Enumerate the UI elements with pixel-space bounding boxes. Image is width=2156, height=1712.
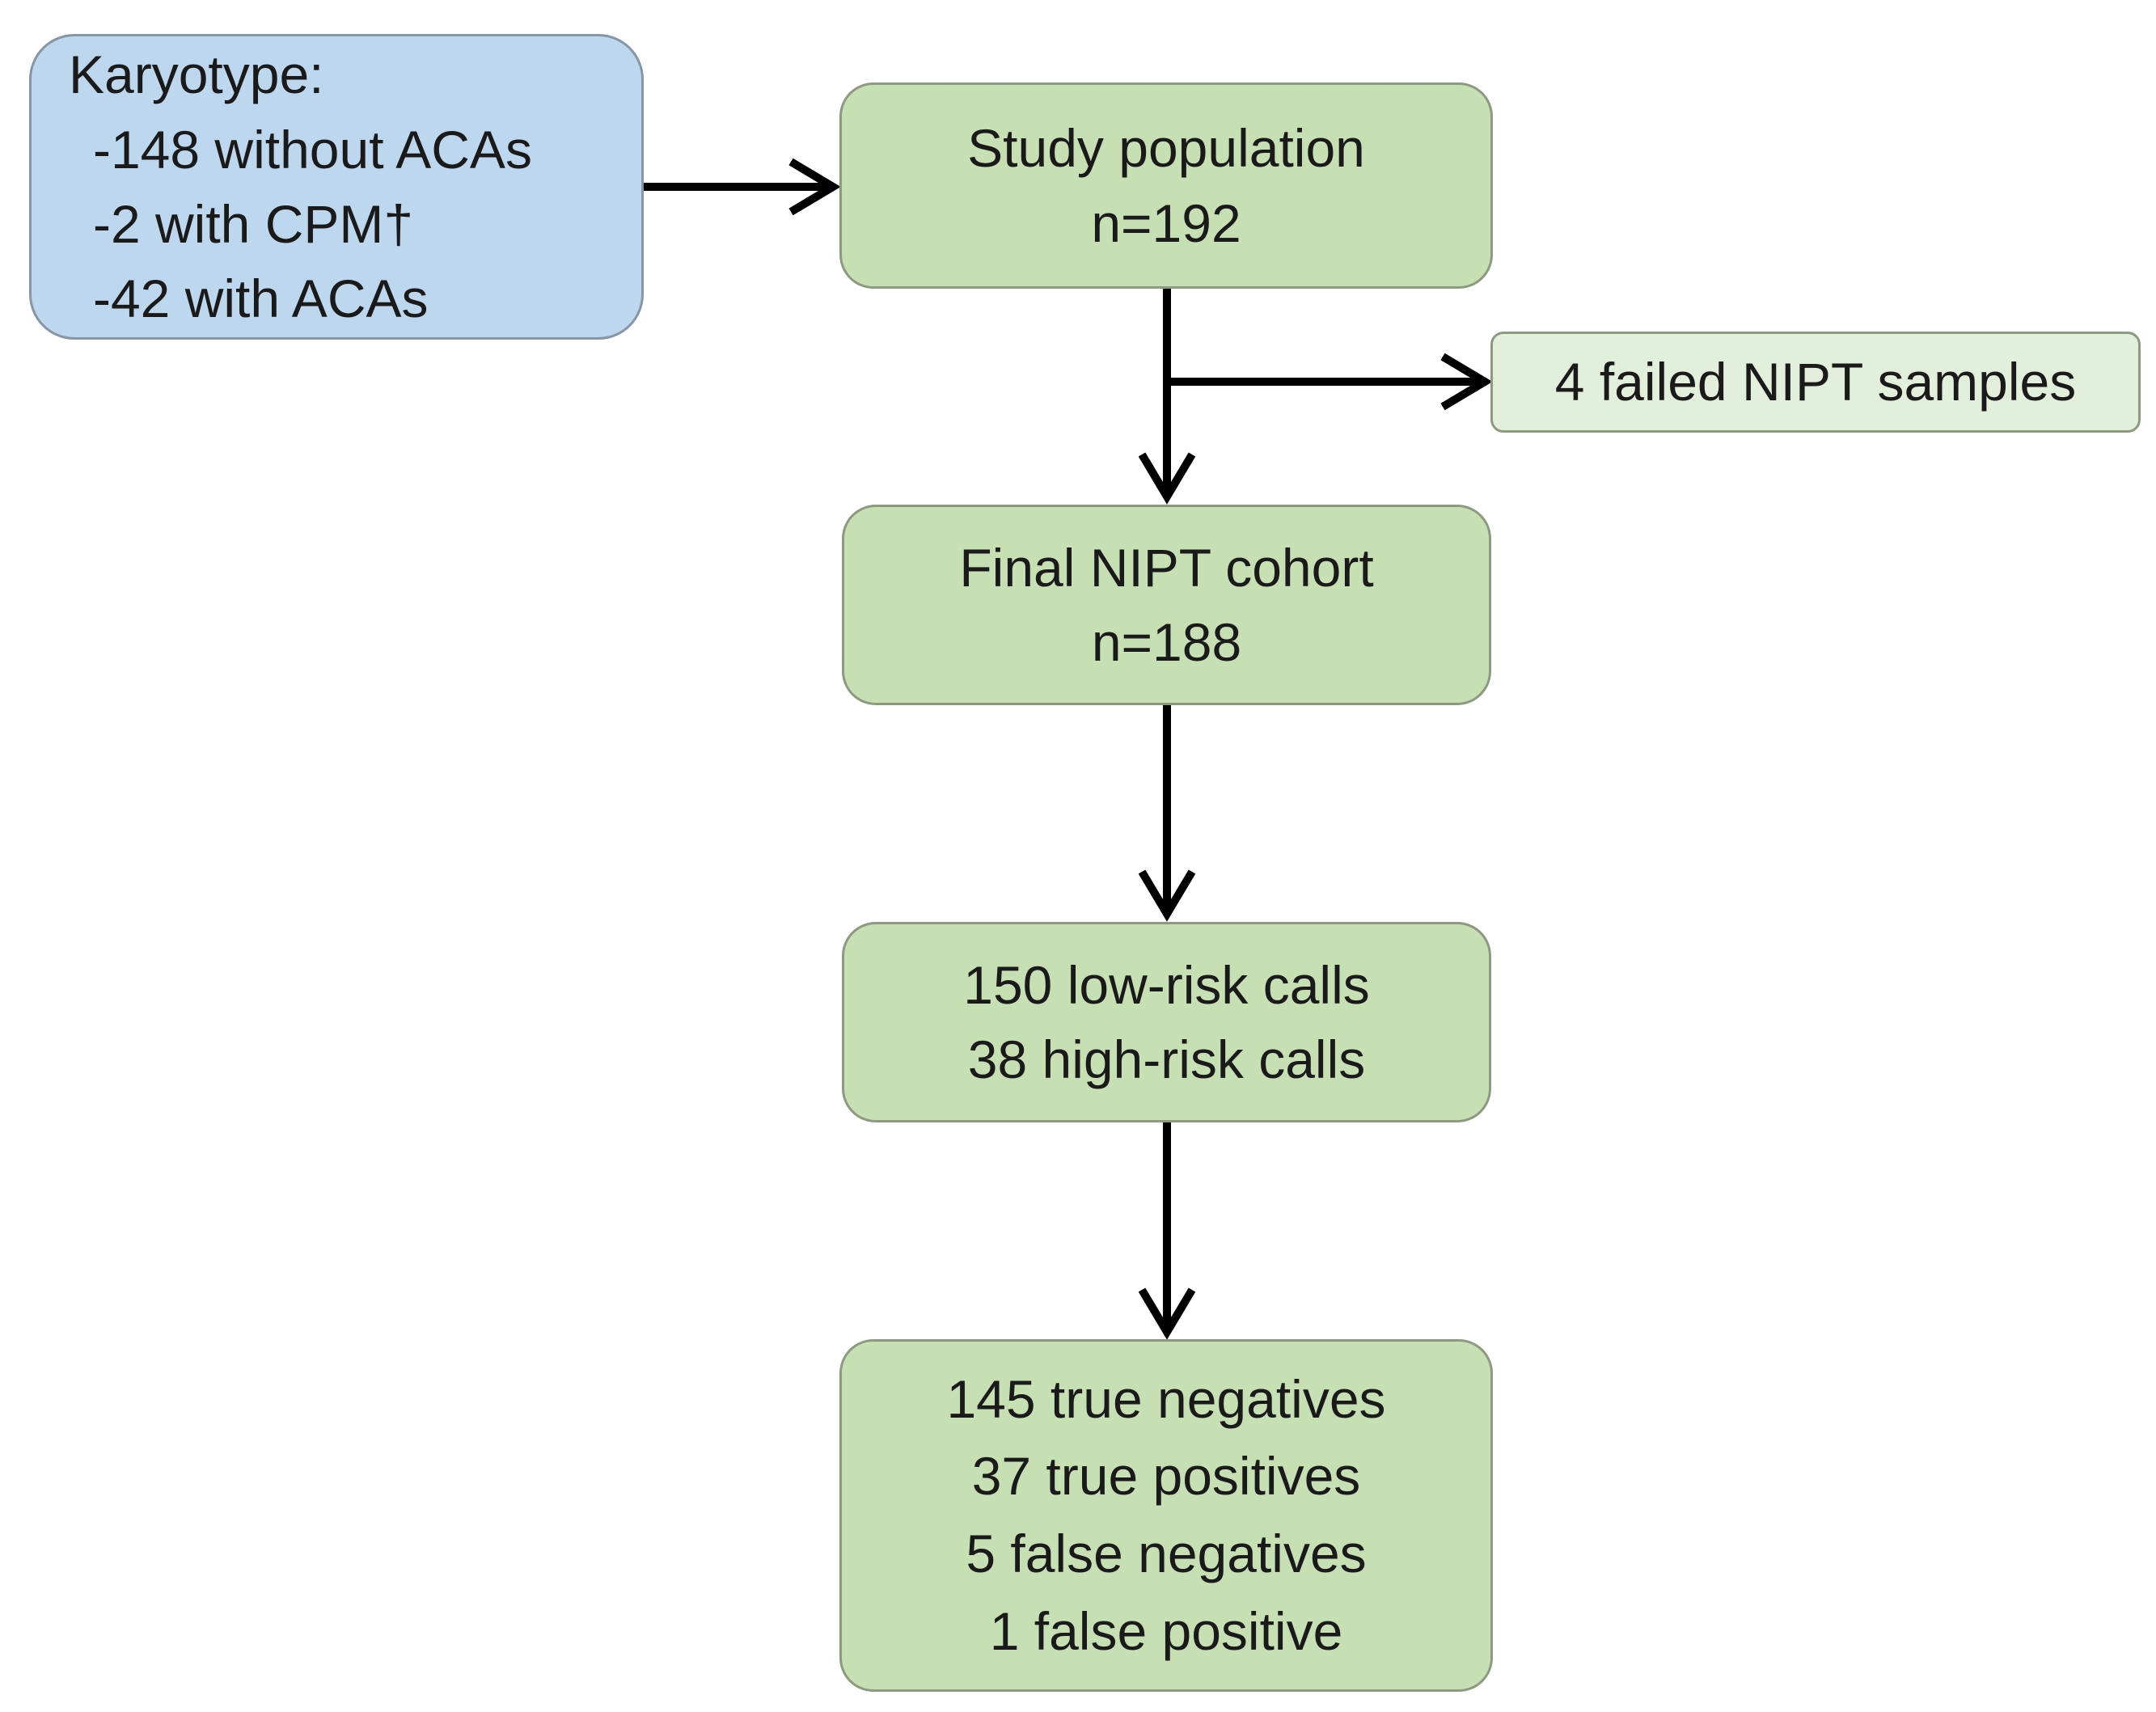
study-population-count: n=192 — [1091, 192, 1241, 253]
low-risk-calls: 150 low-risk calls — [963, 954, 1370, 1015]
final-cohort-title: Final NIPT cohort — [959, 537, 1374, 598]
study-population-box: Study population n=192 — [839, 82, 1493, 289]
arrow-calls-to-outcomes — [1138, 1122, 1196, 1340]
true-positives: 37 true positives — [971, 1446, 1361, 1507]
false-negatives: 5 false negatives — [966, 1524, 1367, 1583]
karyotype-item-without-acas: -148 without ACAs — [93, 119, 532, 180]
final-cohort-count: n=188 — [1091, 612, 1242, 672]
true-negatives: 145 true negatives — [946, 1368, 1386, 1429]
false-positive: 1 false positive — [989, 1600, 1343, 1661]
study-population-title: Study population — [967, 118, 1365, 179]
outcomes-box: 145 true negatives 37 true positives 5 f… — [839, 1339, 1493, 1692]
karyotype-item-cpm: -2 with CPM† — [93, 194, 414, 254]
arrow-to-failed-samples — [1167, 353, 1493, 411]
failed-samples-label: 4 failed NIPT samples — [1554, 352, 2077, 412]
arrow-study-to-final — [1138, 289, 1196, 505]
failed-samples-box: 4 failed NIPT samples — [1490, 332, 2141, 433]
karyotype-item-with-acas: -42 with ACAs — [93, 268, 429, 329]
high-risk-calls: 38 high-risk calls — [967, 1029, 1366, 1089]
arrow-karyotype-to-study — [643, 158, 841, 216]
risk-calls-box: 150 low-risk calls 38 high-risk calls — [842, 922, 1491, 1122]
final-cohort-box: Final NIPT cohort n=188 — [842, 505, 1491, 705]
karyotype-box: Karyotype: -148 without ACAs -2 with CPM… — [29, 34, 644, 340]
arrow-final-to-calls — [1138, 705, 1196, 922]
karyotype-title: Karyotype: — [69, 44, 324, 105]
